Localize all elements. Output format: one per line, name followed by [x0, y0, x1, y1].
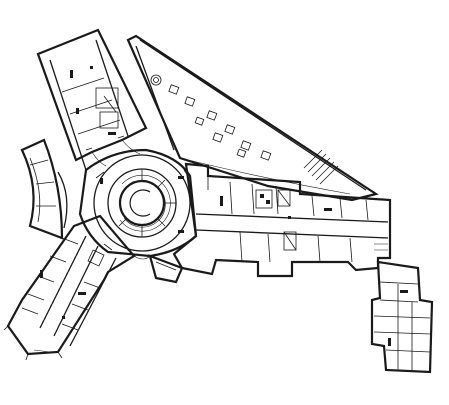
- east-annex: [370, 260, 434, 374]
- auditorium-seating: [118, 169, 176, 237]
- east-wing: [172, 162, 392, 278]
- southwest-wing: [3, 214, 136, 361]
- stair-hatch: [303, 149, 339, 185]
- south-terrace: [133, 254, 184, 284]
- north-wing: [36, 28, 148, 171]
- triangular-court: [126, 34, 379, 202]
- west-porch: [20, 138, 68, 240]
- central-hub: [78, 148, 198, 258]
